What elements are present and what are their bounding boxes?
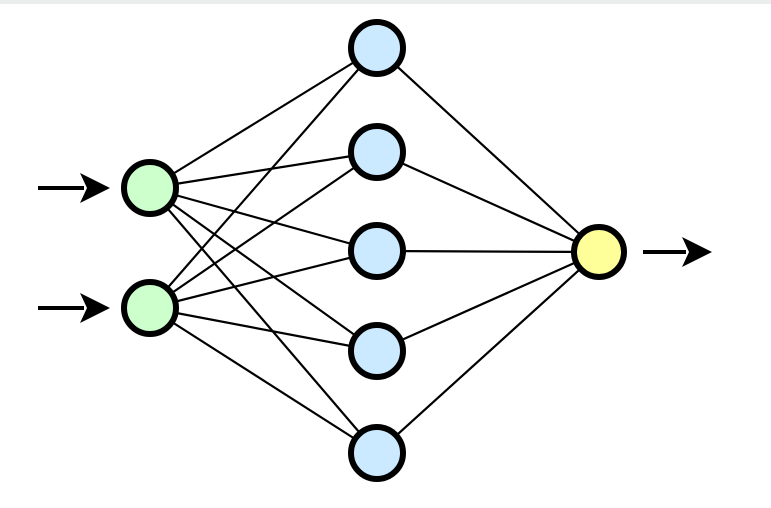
- node-hidden-5[interactable]: [348, 424, 406, 482]
- input-arrow-top-head-icon: [80, 173, 110, 203]
- output-arrow-head-icon: [682, 237, 712, 267]
- node-hidden-2[interactable]: [348, 123, 406, 181]
- node-input-1[interactable]: [121, 159, 179, 217]
- edge-hidden-2-to-output-1: [375, 150, 601, 254]
- node-input-2[interactable]: [121, 279, 179, 337]
- node-output-1[interactable]: [571, 224, 627, 280]
- edge-input-2-to-hidden-3: [148, 249, 379, 310]
- edge-input-1-to-hidden-4: [148, 186, 379, 353]
- input-arrow-bottom-head-icon: [80, 293, 110, 323]
- edge-input-1-to-hidden-1: [148, 46, 379, 190]
- io-arrows-group: [38, 173, 712, 323]
- edges-group: [148, 46, 601, 455]
- edge-input-1-to-hidden-2: [148, 150, 379, 190]
- edge-hidden-5-to-output-1: [375, 250, 601, 455]
- edge-input-2-to-hidden-2: [148, 150, 379, 310]
- node-hidden-3[interactable]: [348, 222, 406, 280]
- edge-hidden-3-to-output-1: [375, 249, 601, 254]
- top-edge-band: [0, 0, 771, 4]
- edge-input-2-to-hidden-1: [148, 46, 379, 310]
- edge-input-1-to-hidden-3: [148, 186, 379, 253]
- edge-input-1-to-hidden-5: [148, 186, 379, 455]
- nodes-group: [121, 19, 627, 482]
- edge-hidden-4-to-output-1: [375, 250, 601, 353]
- edge-hidden-1-to-output-1: [375, 46, 601, 254]
- node-hidden-1[interactable]: [348, 19, 406, 77]
- node-hidden-4[interactable]: [348, 322, 406, 380]
- edge-input-2-to-hidden-5: [148, 306, 379, 455]
- edge-input-2-to-hidden-4: [148, 306, 379, 353]
